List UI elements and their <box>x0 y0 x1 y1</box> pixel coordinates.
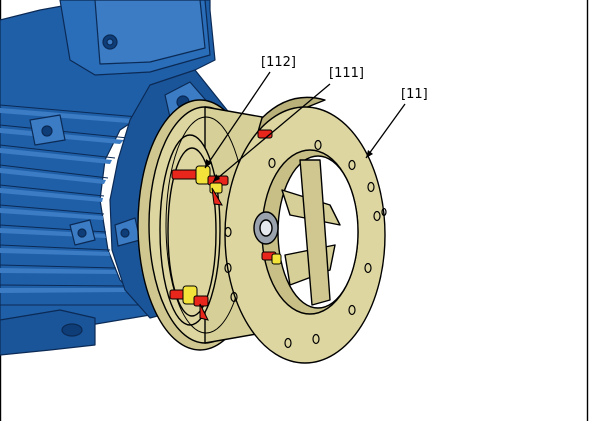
arrow-icon <box>212 83 331 183</box>
arrow-icon <box>204 71 271 169</box>
bolt-group-upper <box>171 165 229 206</box>
callout-11-label: [11] <box>401 87 428 102</box>
callout-111-label: [111] <box>329 66 364 81</box>
callout-112: [112] <box>204 55 296 169</box>
front-flange <box>224 96 386 364</box>
arrow-icon <box>365 103 406 159</box>
callout-111: [111] <box>212 66 364 183</box>
flange-holes <box>224 139 387 349</box>
callout-11: [11] <box>365 87 428 159</box>
callout-112-label: [112] <box>261 55 296 70</box>
bolt-group-lower <box>169 285 209 321</box>
